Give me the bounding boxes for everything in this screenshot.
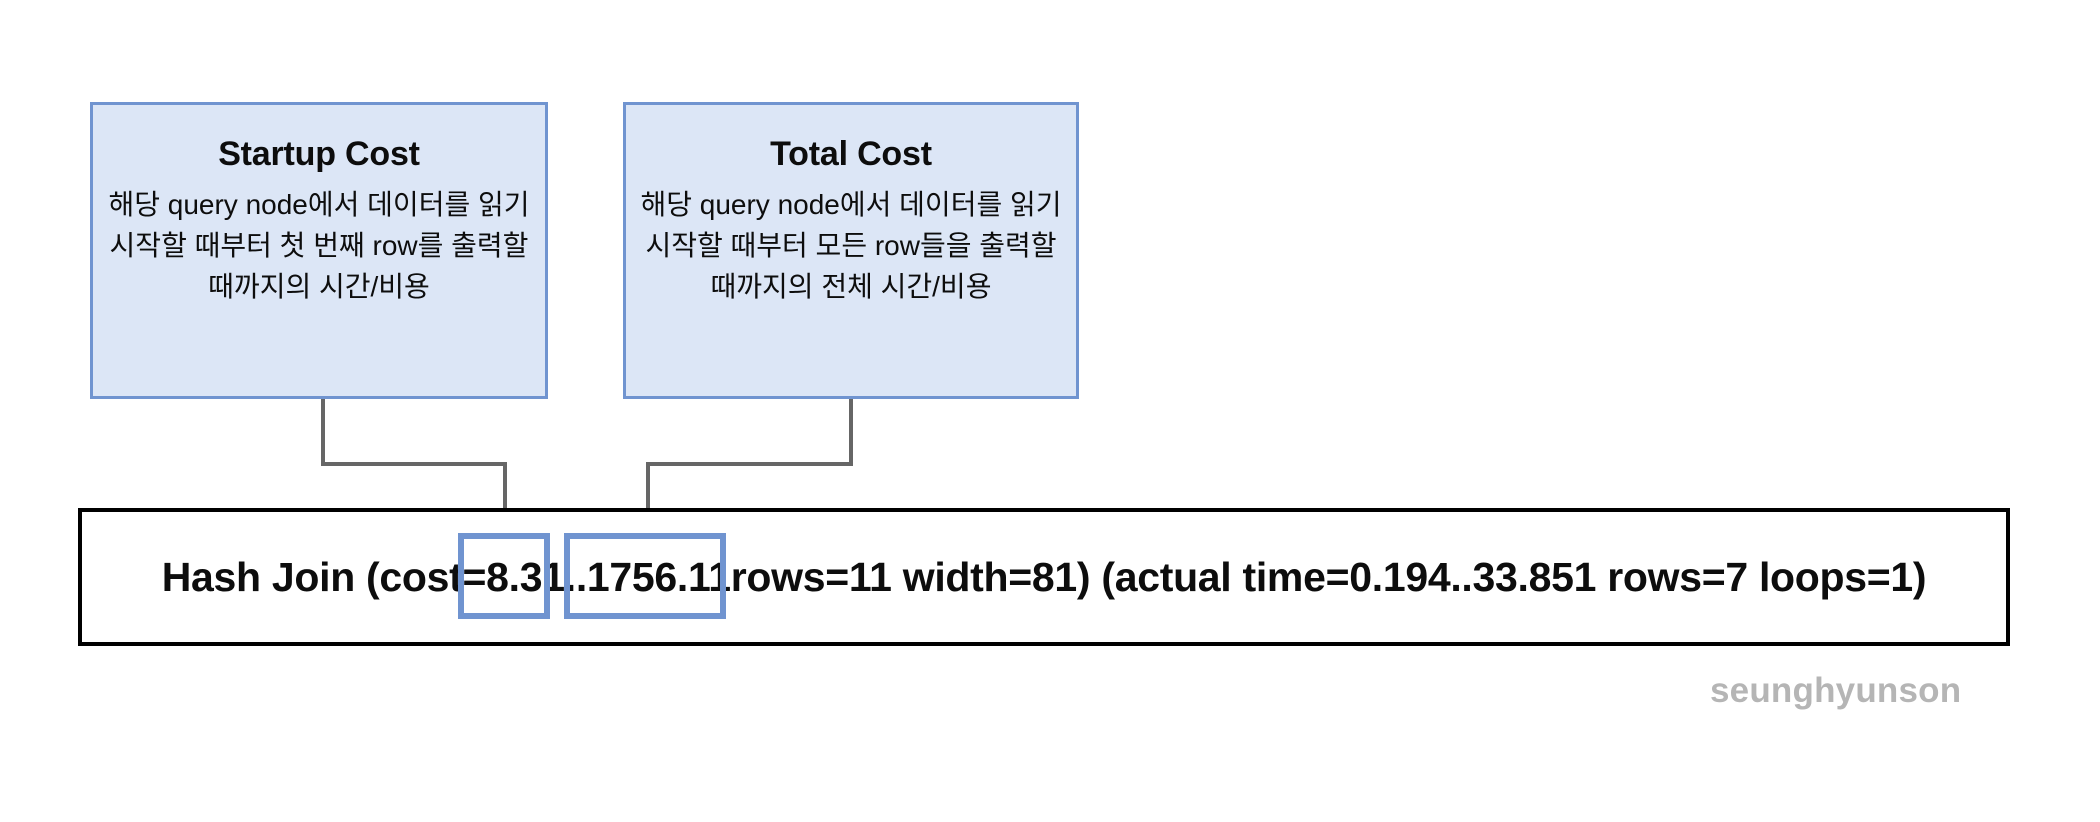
query-plan-text: Hash Join (cost=8.31..1756.11 rows=11 wi…: [82, 512, 2006, 642]
card-total-cost-title: Total Cost: [770, 135, 932, 173]
highlight-startup-cost: [458, 533, 550, 619]
author-watermark: seunghyunson: [1710, 671, 1962, 710]
plan-prefix: Hash Join (cost=: [161, 553, 487, 600]
query-plan-bar: Hash Join (cost=8.31..1756.11 rows=11 wi…: [78, 508, 2010, 646]
card-startup-cost: Startup Cost 해당 query node에서 데이터를 읽기 시작할…: [90, 102, 548, 399]
plan-total-cost-value: 1756.11: [586, 553, 731, 600]
plan-cost-separator: ..: [564, 553, 587, 600]
plan-suffix: rows=11 width=81) (actual time=0.194..33…: [730, 553, 1927, 600]
plan-startup-cost-value: 8.31: [486, 553, 565, 600]
card-total-cost-description: 해당 query node에서 데이터를 읽기 시작할 때부터 모든 row들을…: [640, 189, 1062, 303]
card-startup-cost-title: Startup Cost: [218, 135, 420, 173]
card-total-cost: Total Cost 해당 query node에서 데이터를 읽기 시작할 때…: [623, 102, 1079, 399]
card-startup-cost-description: 해당 query node에서 데이터를 읽기 시작할 때부터 첫 번째 row…: [108, 189, 530, 303]
highlight-total-cost: [564, 533, 726, 619]
